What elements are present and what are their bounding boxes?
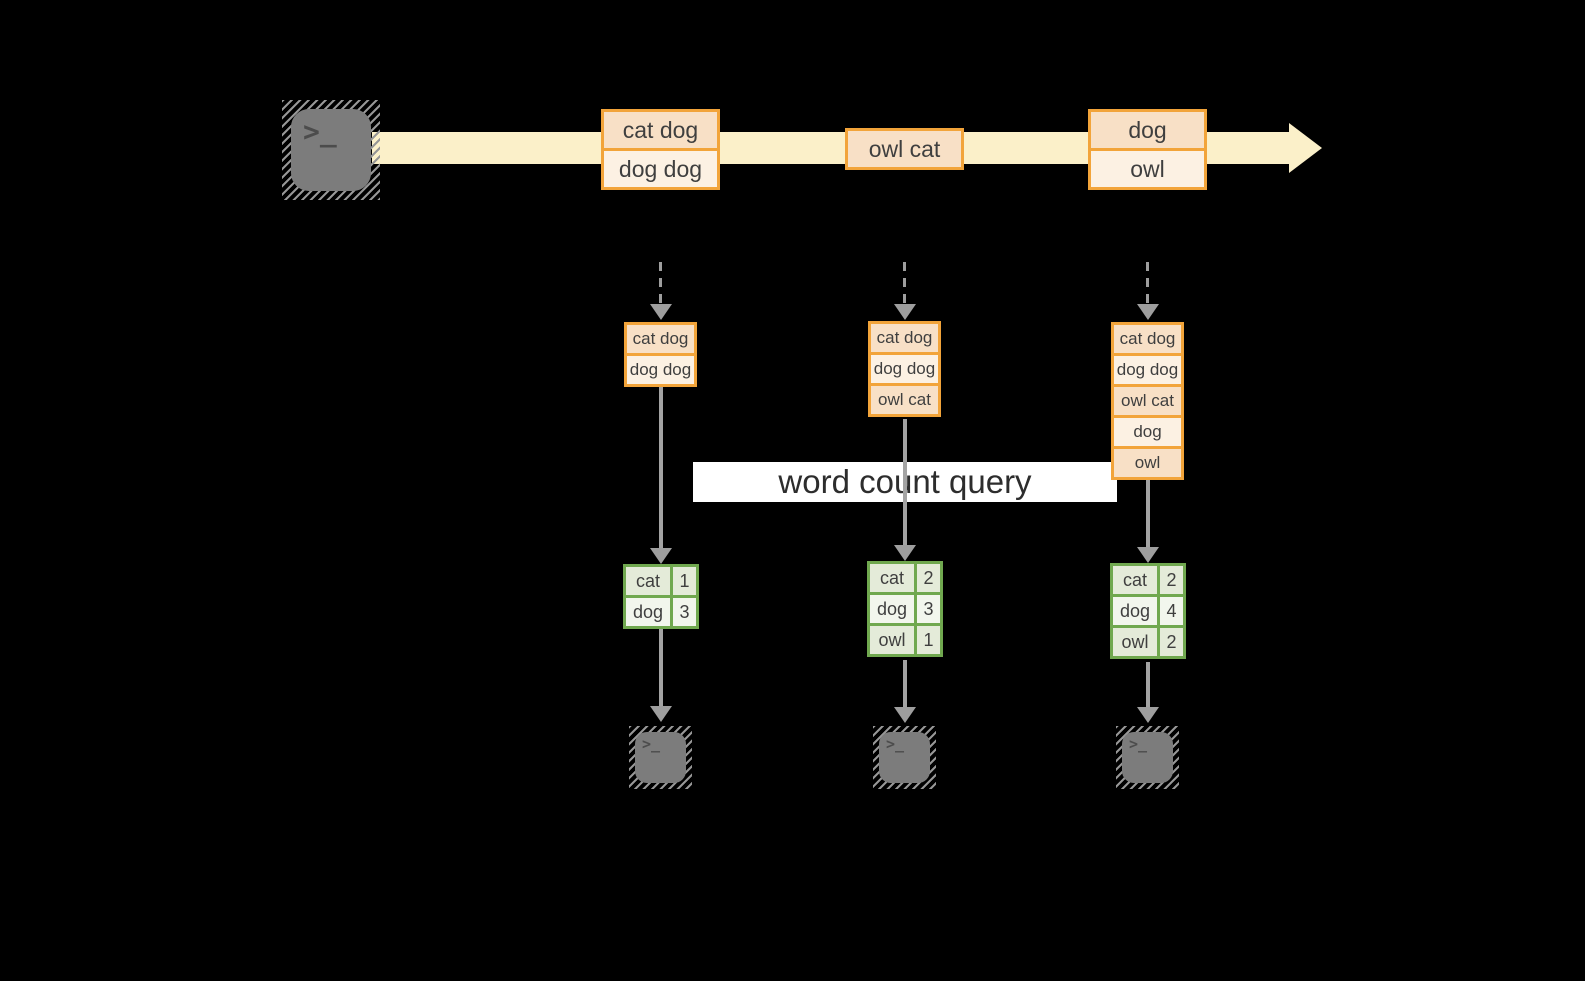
count-cell: 1 (917, 626, 940, 654)
result-table-2: cat 2 dog 3 owl 1 (867, 561, 943, 657)
query-flow-line-1 (659, 387, 663, 548)
output-line-2 (903, 660, 907, 707)
result-table-1: cat 1 dog 3 (623, 564, 699, 629)
input-cell: owl (1114, 449, 1181, 477)
stream-event-cell: owl (1091, 151, 1204, 187)
input-cell: dog dog (1114, 356, 1181, 384)
input-cell: owl cat (871, 386, 938, 414)
snapshot-dashed-line-2 (903, 262, 906, 304)
terminal-prompt-glyph: >_ (642, 735, 661, 753)
arrowhead-icon (650, 706, 672, 722)
word-cell: dog (1113, 597, 1157, 625)
count-cell: 2 (1160, 628, 1183, 656)
input-cell: cat dog (871, 324, 938, 352)
arrowhead-icon (1137, 547, 1159, 563)
terminal-prompt-glyph: >_ (303, 115, 337, 148)
word-cell: cat (870, 564, 914, 592)
count-cell: 4 (1160, 597, 1183, 625)
input-cell: cat dog (627, 325, 694, 353)
snapshot-dashed-line-3 (1146, 262, 1149, 304)
stream-event-batch-1: cat dog dog dog (601, 109, 720, 190)
snapshot-input-1: cat dog dog dog (624, 322, 697, 387)
snapshot-input-2: cat dog dog dog owl cat (868, 321, 941, 417)
stream-event-batch-3: dog owl (1088, 109, 1207, 190)
output-line-3 (1146, 662, 1150, 707)
terminal-prompt-glyph: >_ (886, 735, 905, 753)
stream-event-cell: owl cat (848, 131, 961, 167)
stream-event-cell: cat dog (604, 112, 717, 148)
terminal-prompt-glyph: >_ (1129, 735, 1148, 753)
count-cell: 2 (1160, 566, 1183, 594)
arrowhead-icon (1137, 304, 1159, 320)
stream-event-cell: dog (1091, 112, 1204, 148)
count-cell: 3 (917, 595, 940, 623)
terminal-body: >_ (635, 732, 686, 783)
word-cell: cat (1113, 566, 1157, 594)
word-cell: owl (870, 626, 914, 654)
input-cell: cat dog (1114, 325, 1181, 353)
input-cell: dog dog (627, 356, 694, 384)
snapshot-input-3: cat dog dog dog owl cat dog owl (1111, 322, 1184, 480)
word-cell: cat (626, 567, 670, 595)
source-terminal-icon: >_ (282, 100, 380, 200)
input-cell: dog dog (871, 355, 938, 383)
query-flow-line-3 (1146, 480, 1150, 547)
arrowhead-icon (1137, 707, 1159, 723)
arrowhead-icon (894, 707, 916, 723)
count-cell: 3 (673, 598, 696, 626)
stream-event-cell: dog dog (604, 151, 717, 187)
arrowhead-icon (650, 304, 672, 320)
terminal-body: >_ (291, 109, 371, 191)
output-terminal-icon-1: >_ (629, 726, 692, 789)
arrowhead-icon (894, 304, 916, 320)
stream-event-batch-2: owl cat (845, 128, 964, 170)
snapshot-dashed-line-1 (659, 262, 662, 304)
count-cell: 2 (917, 564, 940, 592)
result-table-3: cat 2 dog 4 owl 2 (1110, 563, 1186, 659)
query-flow-line-2 (903, 419, 907, 545)
count-cell: 1 (673, 567, 696, 595)
output-line-1 (659, 629, 663, 706)
stream-arrowhead-icon (1289, 123, 1322, 173)
arrowhead-icon (894, 545, 916, 561)
word-cell: dog (626, 598, 670, 626)
word-cell: dog (870, 595, 914, 623)
terminal-body: >_ (879, 732, 930, 783)
terminal-body: >_ (1122, 732, 1173, 783)
output-terminal-icon-3: >_ (1116, 726, 1179, 789)
output-terminal-icon-2: >_ (873, 726, 936, 789)
input-cell: dog (1114, 418, 1181, 446)
arrowhead-icon (650, 548, 672, 564)
input-cell: owl cat (1114, 387, 1181, 415)
word-cell: owl (1113, 628, 1157, 656)
